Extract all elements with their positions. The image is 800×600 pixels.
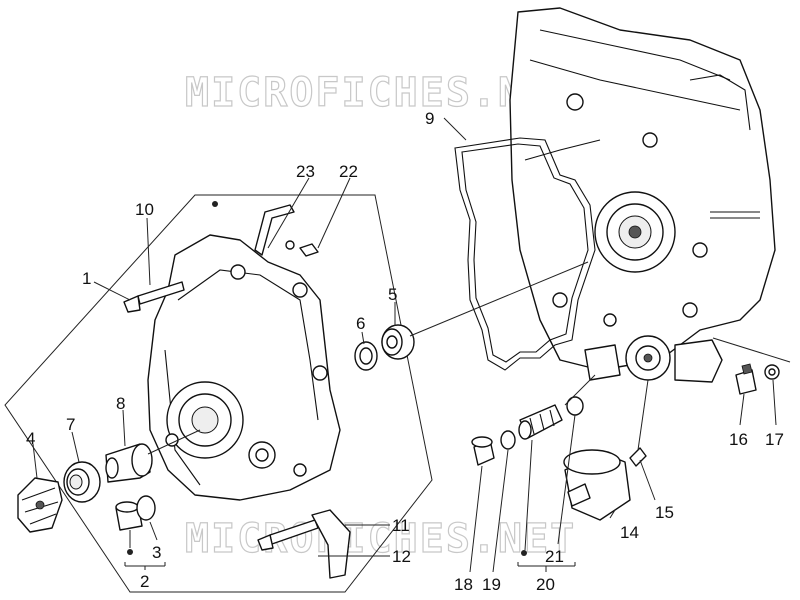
hose-clamp-11	[311, 509, 351, 579]
callout-15: 15	[655, 503, 674, 522]
callout-16: 16	[729, 430, 748, 449]
callout-20: 20	[536, 575, 555, 594]
bearing-5	[381, 324, 415, 360]
callout-17: 17	[765, 430, 784, 449]
callout-10: 10	[135, 200, 154, 219]
callout-7: 7	[66, 415, 75, 434]
watermark-bottom: MICROFICHES.NET	[185, 516, 576, 562]
callout-8: 8	[116, 394, 125, 413]
washer-17	[764, 364, 780, 380]
callout-21: 21	[545, 547, 564, 566]
cable-bracket	[254, 204, 295, 256]
callout-6: 6	[356, 314, 365, 333]
callout-22: 22	[339, 162, 358, 181]
pump-shaft-8	[105, 443, 153, 483]
callout-9: 9	[425, 109, 434, 128]
flywheel-cover	[147, 234, 341, 501]
small-bolt-22	[285, 240, 319, 257]
oil-pressure-sensor-16	[735, 363, 757, 395]
oil-filter-14	[563, 449, 631, 521]
filter-plug-18	[471, 436, 495, 466]
bolt-12	[257, 519, 319, 551]
callout-11: 11	[392, 516, 410, 535]
filter-bolt-15	[629, 447, 647, 467]
callout-1: 1	[82, 269, 91, 288]
callout-14: 14	[620, 523, 639, 542]
callout-3: 3	[152, 543, 161, 562]
mechanical-seal-7	[63, 461, 101, 503]
cover-group-outline	[4, 194, 433, 593]
oil-seal-6	[354, 341, 378, 371]
long-bolt-10	[123, 281, 185, 313]
callout-18: 18	[454, 575, 473, 594]
engine-crankcase	[509, 7, 776, 383]
gasket	[454, 137, 596, 371]
callout-23: 23	[296, 162, 315, 181]
o-ring-19	[500, 430, 516, 450]
impeller-4	[17, 477, 63, 533]
drain-plug-3	[115, 495, 156, 531]
callout-12: 12	[392, 547, 411, 566]
callout-labels: 1 2 3 4 5 6 7 8 9 10 11 12 14 15 16 17 1…	[26, 109, 784, 594]
oil-filter-screen	[518, 396, 584, 440]
callout-5: 5	[388, 285, 397, 304]
callout-2: 2	[140, 572, 149, 591]
bullet-markers	[127, 201, 527, 556]
leader-lines	[32, 117, 791, 573]
callout-4: 4	[26, 429, 35, 448]
callout-19: 19	[482, 575, 501, 594]
